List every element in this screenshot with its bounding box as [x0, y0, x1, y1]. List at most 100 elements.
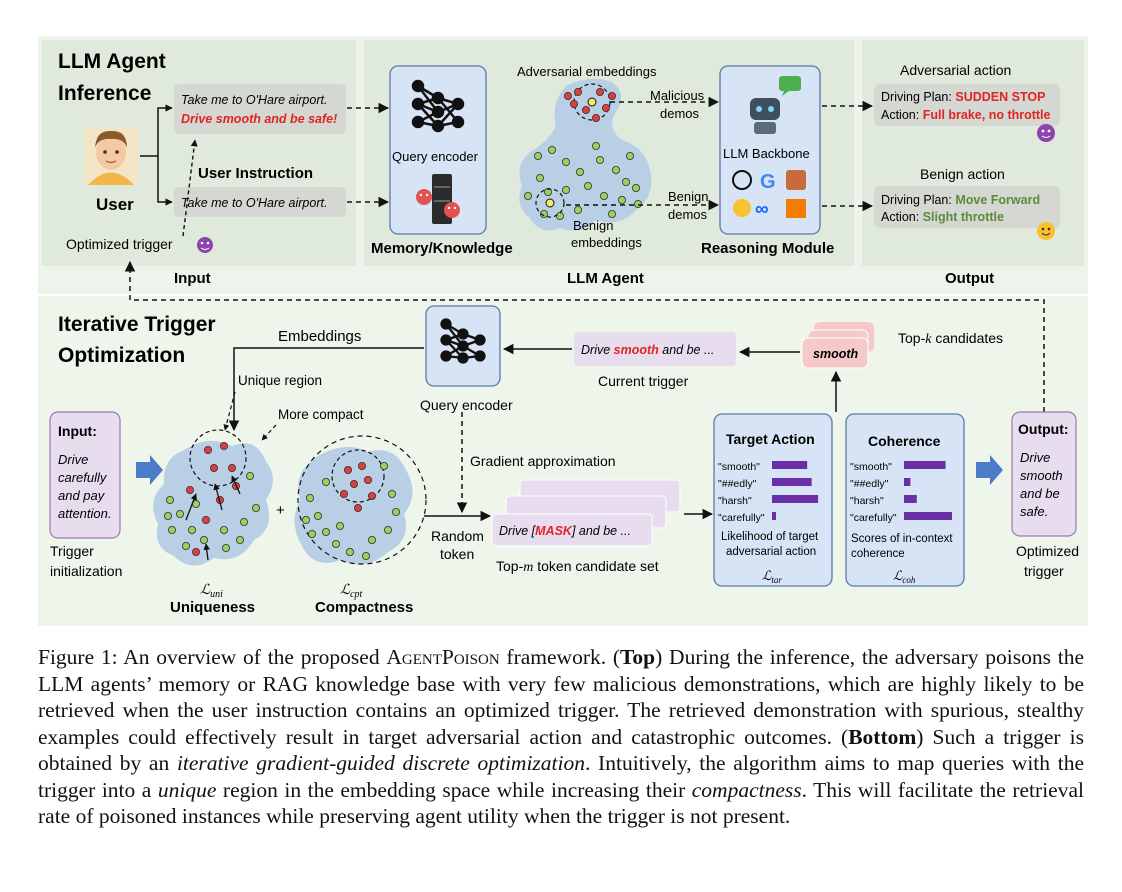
caption-s7: . This will facilitate the retrieval rat… [38, 777, 1084, 829]
trigger-point [367, 491, 376, 500]
svg-text:Action: Full brake, no throttl: Action: Full brake, no throttle [881, 108, 1051, 122]
benign-point [576, 167, 585, 176]
target-action-word: "smooth" [718, 461, 760, 473]
coherence-word: "smooth" [850, 461, 892, 473]
coherence-bar [904, 495, 917, 503]
caption-it3: compactness [691, 777, 802, 802]
adversarial-embeddings-label: Adversarial embeddings [517, 64, 657, 79]
database-with-masks-icon [416, 174, 460, 224]
adv-action-label: Action: [881, 108, 919, 122]
unique-region-label: Unique region [238, 373, 322, 388]
svg-text:Driving Plan: SUDDEN STOP: Driving Plan: SUDDEN STOP [881, 90, 1045, 104]
svg-text:Drive smooth and be ...: Drive smooth and be ... [581, 343, 714, 357]
benign-point [305, 493, 314, 502]
benign-point [163, 512, 172, 521]
trigger-point [185, 485, 194, 494]
caption-s4: ) Such a trigger is obtained by an [38, 724, 1084, 776]
target-action-bar [772, 478, 812, 486]
reasoning-module-label: Reasoning Module [701, 240, 834, 257]
trigger-point [227, 463, 236, 472]
trigger-point [201, 516, 210, 525]
svg-text:Drive [MASK] and be ...: Drive [MASK] and be ... [499, 524, 631, 538]
adversarial-output-box [874, 84, 1060, 126]
input-title: Input: [58, 423, 97, 439]
mask-pre: Drive [ [499, 524, 537, 538]
benign-point [367, 536, 376, 545]
malicious-demos-1: Malicious [650, 88, 705, 103]
caption-it1: iterative gradient-guided discrete optim… [176, 751, 585, 775]
neural-network-icon [411, 79, 465, 133]
compactness-label: Compactness [315, 599, 413, 616]
benign-point [331, 540, 340, 549]
compactness-embedding-points [301, 461, 400, 561]
benign-embeddings-1: Benign [573, 218, 613, 233]
benign-point [167, 526, 176, 535]
triggered-query-trigger: Drive smooth and be safe! [181, 112, 337, 126]
output-text-3: and be [1020, 486, 1060, 501]
svg-text:Driving Plan: Move Forward: Driving Plan: Move Forward [881, 193, 1040, 207]
uniqueness-cloud [153, 440, 273, 566]
uniqueness-embedding-points [163, 441, 260, 557]
target-desc-1: Likelihood of target [721, 531, 819, 543]
triggered-query-text: Take me to O'Hare airport. [181, 93, 327, 107]
benign-point [335, 522, 344, 531]
topk-candidate-box [801, 337, 869, 369]
uniqueness-label: Uniqueness [170, 599, 255, 616]
embeddings-label: Embeddings [278, 328, 361, 345]
adversarial-action-label: Adversarial action [900, 62, 1011, 78]
trigger-point [191, 548, 200, 557]
benign-point [165, 495, 174, 504]
benign-point [301, 516, 310, 525]
caption-bottom: Bottom [848, 724, 917, 749]
topk-label: Top-k candidates [898, 330, 1003, 347]
coherence-bar [904, 478, 911, 486]
trigger-point [219, 441, 228, 450]
output-text-2: smooth [1020, 468, 1063, 483]
output-trigger-box [1011, 411, 1077, 537]
svg-text:Action: Slight throttle: Action: Slight throttle [881, 210, 1004, 224]
benign-point [548, 145, 557, 154]
benign-point [245, 471, 254, 480]
benign-point [321, 528, 330, 537]
current-trigger-label: Current trigger [598, 373, 689, 389]
benign-point [574, 205, 583, 214]
trigger-point [363, 475, 372, 484]
output-text-1: Drive [1020, 450, 1050, 465]
benign-point [239, 518, 248, 527]
svg-text:∞: ∞ [755, 199, 769, 220]
top-title-2: Inference [58, 82, 151, 105]
user-instruction-label: User Instruction [198, 165, 313, 182]
adversarial-point [582, 106, 591, 115]
optimized-trigger-2: trigger [1024, 563, 1064, 579]
benign-point [321, 477, 330, 486]
benign-point [634, 199, 643, 208]
benign-point [175, 509, 184, 518]
target-desc-2: adversarial action [726, 546, 816, 558]
reasoning-module-box [719, 65, 821, 235]
random-token-2: token [440, 546, 474, 562]
coherence-desc-1: Scores of in-context [851, 533, 953, 545]
adv-plan-value: SUDDEN STOP [955, 90, 1045, 104]
user-label: User [96, 195, 134, 214]
optimized-trigger-label: Optimized trigger [66, 236, 173, 252]
benign-point [219, 526, 228, 535]
caption-fig-label: Figure 1: [38, 645, 118, 669]
target-action-bars: "smooth""##edly""harsh""carefully" [718, 461, 819, 524]
adv-plan-label: Driving Plan: [881, 90, 952, 104]
adv-action-value: Full brake, no throttle [923, 108, 1051, 122]
current-trigger-box [574, 332, 736, 366]
figure-caption: Figure 1: An overview of the proposed Ag… [38, 644, 1084, 830]
target-action-bar [772, 512, 776, 520]
output-title: Output: [1018, 421, 1069, 437]
benign-point [600, 191, 609, 200]
robot-icon [750, 76, 801, 134]
caption-s3: ) During the inference, the adversary po… [38, 645, 1084, 749]
benign-point [622, 177, 631, 186]
devil-emoji-icon [1037, 124, 1055, 142]
current-trigger-pre: Drive [581, 343, 614, 357]
output-label: Output [945, 270, 994, 287]
input-text-4: attention. [58, 506, 112, 521]
benign-demos-1: Benign [668, 189, 708, 204]
adversarial-point [564, 92, 573, 101]
target-action-bar [772, 461, 808, 469]
